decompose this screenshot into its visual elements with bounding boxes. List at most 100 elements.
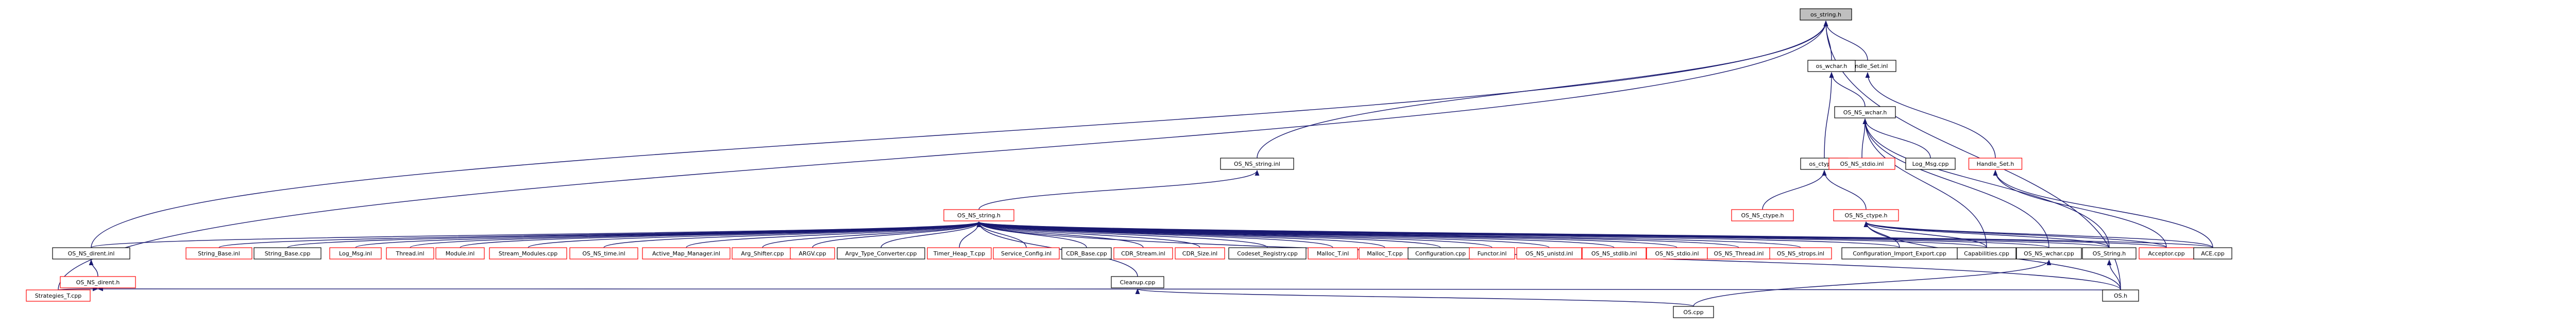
graph-node[interactable]: Capabilities.cpp [1957, 247, 2016, 260]
graph-node[interactable]: os_wchar.h [1807, 60, 1856, 72]
graph-node-box[interactable] [1769, 247, 1832, 260]
graph-node-label: Acceptor.cpp [2148, 250, 2184, 257]
graph-node-box[interactable] [837, 247, 925, 260]
graph-node-label: OS_NS_wchar.cpp [2024, 250, 2074, 257]
graph-node[interactable]: Timer_Heap_T.cpp [927, 247, 992, 260]
graph-node[interactable]: OS_NS_string.h [943, 209, 1014, 221]
graph-node-box[interactable] [185, 247, 252, 260]
graph-node[interactable]: Functor.inl [1469, 247, 1515, 260]
graph-node-box[interactable] [26, 289, 91, 302]
graph-node-box[interactable] [927, 247, 992, 260]
graph-node[interactable]: OS_NS_time.inl [569, 247, 638, 260]
graph-node-box[interactable] [1673, 306, 1714, 318]
graph-node-box[interactable] [993, 247, 1060, 260]
graph-node-box[interactable] [2102, 289, 2139, 302]
graph-node[interactable]: OS.cpp [1673, 306, 1714, 318]
graph-node[interactable]: Configuration.cpp [1408, 247, 1473, 260]
graph-node[interactable]: OS_NS_wchar.h [1834, 106, 1896, 118]
dependency-edge [528, 221, 981, 248]
graph-node[interactable]: CDR_Base.cpp [1061, 247, 1112, 260]
graph-node-box[interactable] [1061, 247, 1112, 260]
graph-node[interactable]: ACE.cpp [2193, 247, 2232, 260]
graph-node[interactable]: ARGV.cpp [790, 247, 835, 260]
graph-node[interactable]: Configuration_Import_Export.cpp [1841, 247, 1958, 260]
graph-node[interactable]: Arg_Shifter.cpp [732, 247, 793, 260]
dependency-edge [1993, 169, 2213, 248]
graph-node[interactable]: OS_NS_ctype.h [1731, 209, 1794, 221]
graph-node-label: OS_NS_stdio.inl [1840, 161, 1884, 167]
graph-node[interactable]: OS_NS_stdio.inl [1828, 158, 1895, 170]
graph-node-box[interactable] [1800, 8, 1852, 21]
graph-node-box[interactable] [1469, 247, 1515, 260]
graph-node-box[interactable] [569, 247, 638, 260]
graph-node[interactable]: Stream_Modules.cpp [489, 247, 567, 260]
graph-node-box[interactable] [1175, 247, 1225, 260]
dependency-edge [1863, 221, 1987, 248]
graph-node-box[interactable] [2082, 247, 2137, 260]
graph-node[interactable]: Log_Msg.cpp [1905, 158, 1956, 170]
graph-node-box[interactable] [60, 276, 136, 288]
graph-node[interactable]: os_string.h [1800, 8, 1852, 21]
graph-node[interactable]: CDR_Size.inl [1175, 247, 1225, 260]
graph-node[interactable]: String_Base.inl [185, 247, 252, 260]
graph-node-label: OS_NS_string.h [957, 212, 1001, 219]
graph-node[interactable]: Service_Config.inl [993, 247, 1060, 260]
graph-node-box[interactable] [1834, 106, 1896, 118]
graph-node-box[interactable] [386, 247, 434, 260]
graph-node[interactable]: OS_NS_dirent.h [60, 276, 136, 288]
graph-node[interactable]: Argv_Type_Converter.cpp [837, 247, 925, 260]
graph-node-box[interactable] [253, 247, 321, 260]
graph-node[interactable]: Cleanup.cpp [1111, 276, 1164, 288]
graph-node[interactable]: OS_NS_Thread.inl [1707, 247, 1771, 260]
graph-node-box[interactable] [329, 247, 382, 260]
graph-node-box[interactable] [790, 247, 835, 260]
graph-node[interactable]: Acceptor.cpp [2139, 247, 2194, 260]
graph-node[interactable]: OS_NS_dirent.inl [52, 247, 130, 260]
graph-node-box[interactable] [1220, 158, 1294, 170]
graph-node-box[interactable] [1807, 60, 1856, 72]
graph-node[interactable]: OS_String.h [2082, 247, 2137, 260]
graph-node-box[interactable] [2016, 247, 2082, 260]
dependency-edge [762, 221, 981, 248]
graph-node[interactable]: OS_NS_stdlib.inl [1582, 247, 1647, 260]
graph-node-box[interactable] [1113, 247, 1173, 260]
graph-node[interactable]: Malloc_T.inl [1308, 247, 1358, 260]
graph-node[interactable]: OS_NS_string.inl [1220, 158, 1294, 170]
graph-node-box[interactable] [1828, 158, 1895, 170]
graph-node[interactable]: OS_NS_unistd.inl [1516, 247, 1582, 260]
graph-node-box[interactable] [52, 247, 130, 260]
graph-node-box[interactable] [1228, 247, 1307, 260]
graph-node-label: OS_NS_dirent.h [76, 279, 120, 286]
graph-node-box[interactable] [1731, 209, 1794, 221]
graph-node-box[interactable] [435, 247, 485, 260]
graph-node[interactable]: Malloc_T.cpp [1359, 247, 1411, 260]
graph-node[interactable]: Module.inl [435, 247, 485, 260]
graph-node-label: OS_NS_Thread.inl [1714, 250, 1764, 257]
graph-node-box[interactable] [1516, 247, 1582, 260]
graph-node-box[interactable] [943, 209, 1014, 221]
graph-node-box[interactable] [1957, 247, 2016, 260]
graph-node[interactable]: OS_NS_wchar.cpp [2016, 247, 2082, 260]
graph-node-box[interactable] [1905, 158, 1956, 170]
graph-node-box[interactable] [1308, 247, 1358, 260]
graph-node[interactable]: Active_Map_Manager.inl [642, 247, 731, 260]
graph-node-box[interactable] [2193, 247, 2232, 260]
graph-node-box[interactable] [1968, 158, 2023, 170]
graph-node[interactable]: OS_NS_stdio.inl [1646, 247, 1708, 260]
graph-node[interactable]: OS.h [2102, 289, 2139, 302]
graph-node-box[interactable] [489, 247, 567, 260]
graph-node-box[interactable] [1111, 276, 1164, 288]
graph-node[interactable]: Thread.inl [386, 247, 434, 260]
graph-node[interactable]: Handle_Set.h [1968, 158, 2023, 170]
graph-node-box[interactable] [1582, 247, 1647, 260]
graph-node-box[interactable] [642, 247, 731, 260]
graph-node[interactable]: OS_NS_strops.inl [1769, 247, 1832, 260]
graph-node-box[interactable] [1833, 209, 1899, 221]
dependency-edge [91, 20, 1828, 248]
graph-node[interactable]: OS_NS_ctype.h [1833, 209, 1899, 221]
graph-node[interactable]: CDR_Stream.inl [1113, 247, 1173, 260]
graph-node[interactable]: Codeset_Registry.cpp [1228, 247, 1307, 260]
graph-node[interactable]: String_Base.cpp [253, 247, 321, 260]
graph-node[interactable]: Log_Msg.inl [329, 247, 382, 260]
graph-node[interactable]: Strategies_T.cpp [26, 289, 91, 302]
